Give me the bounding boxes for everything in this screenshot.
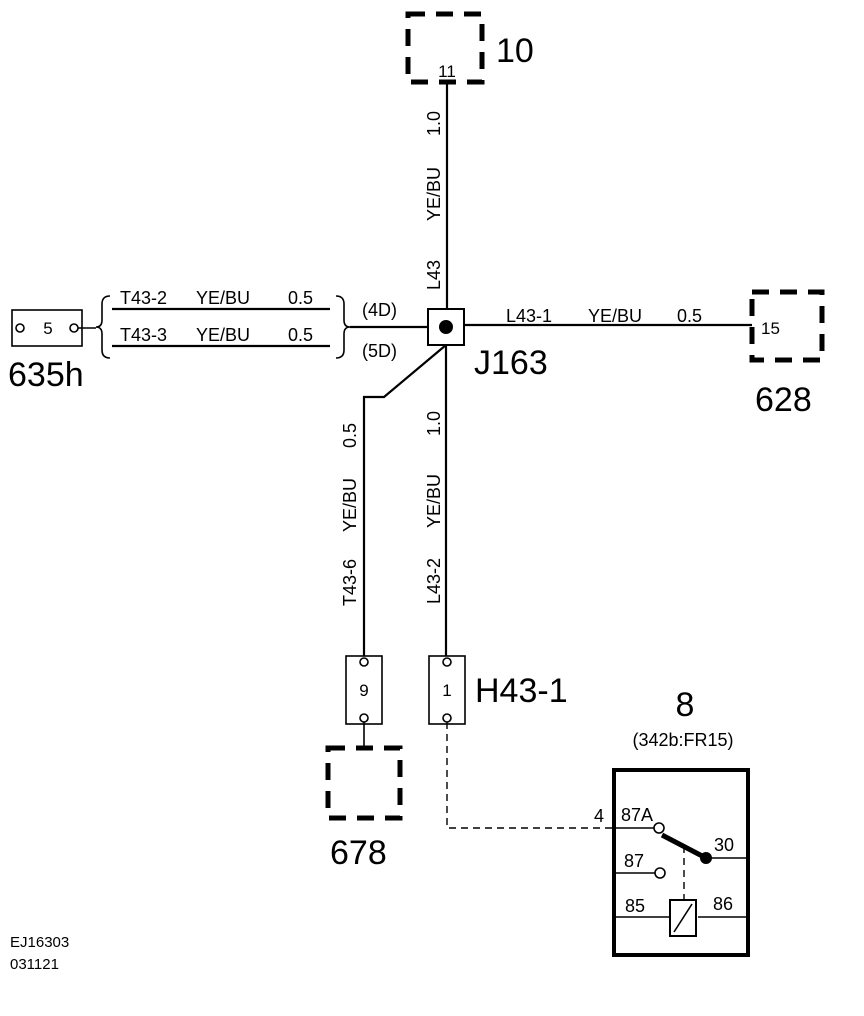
component-635h-pin-right xyxy=(69,323,79,333)
relay-87a-contact xyxy=(653,822,665,834)
relay-8[interactable]: 8 (342b:FR15) 4 87A 30 87 85 86 xyxy=(594,686,750,957)
connector-h43-1-pin-top xyxy=(442,657,452,667)
wire-t43-2-size: 0.5 xyxy=(288,288,313,308)
wire-l43-1-id: L43-1 xyxy=(506,306,552,326)
connector-9-pin-bottom xyxy=(359,713,369,723)
relay-terminal-87: 87 xyxy=(624,851,644,871)
component-635h-pin-left xyxy=(15,323,25,333)
wire-l43-1[interactable]: L43-1 YE/BU 0.5 xyxy=(464,306,752,327)
connector-9-box xyxy=(345,655,383,725)
component-635h-pin: 5 xyxy=(43,319,52,338)
component-678-label: 678 xyxy=(330,834,387,872)
component-678-outline xyxy=(325,745,403,821)
component-628-label: 628 xyxy=(755,381,812,419)
wire-l43-2[interactable]: L43-2 YE/BU 1.0 xyxy=(424,345,448,657)
brace-label-5d: (5D) xyxy=(362,341,397,361)
connector-h43-1-pin: 1 xyxy=(442,681,451,700)
connector-9[interactable]: 9 xyxy=(345,655,383,725)
wire-l43-1-color: YE/BU xyxy=(588,306,642,326)
connector-h43-1[interactable]: 1 H43-1 xyxy=(428,655,568,725)
component-635h[interactable]: 5 635h xyxy=(8,309,96,394)
connector-h43-1-box xyxy=(428,655,466,725)
relay-input-pin: 4 xyxy=(594,806,604,826)
wire-l43-2-color: YE/BU xyxy=(424,474,444,528)
wire-l43-1-size: 0.5 xyxy=(677,306,702,326)
document-date: 031121 xyxy=(10,956,59,973)
brace-label-4d: (4D) xyxy=(362,300,397,320)
document-code: EJ16303 xyxy=(10,934,69,951)
component-628[interactable]: 15 628 xyxy=(749,289,825,419)
wire-t43-6-color: YE/BU xyxy=(340,478,360,532)
component-10-label: 10 xyxy=(496,32,534,70)
junction-j163[interactable]: J163 xyxy=(427,308,548,382)
relay-terminal-86: 86 xyxy=(713,894,733,914)
right-brace xyxy=(335,295,351,359)
component-10-pin: 11 xyxy=(438,62,456,81)
component-10-outline xyxy=(405,11,485,85)
wire-t43-3-id: T43-3 xyxy=(120,325,167,345)
dashed-wire-to-relay xyxy=(446,722,614,829)
wire-t43-6-id: T43-6 xyxy=(340,559,360,606)
wire-l43[interactable]: L43 YE/BU 1.0 xyxy=(424,84,449,312)
connector-9-pin-top xyxy=(359,657,369,667)
wire-t43-2-color: YE/BU xyxy=(196,288,250,308)
wire-t43-2[interactable]: T43-2 YE/BU 0.5 xyxy=(112,288,330,311)
wire-l43-size: 1.0 xyxy=(424,111,444,136)
wire-l43-id: L43 xyxy=(424,260,444,290)
wire-t43-6-size: 0.5 xyxy=(340,423,360,448)
wire-t43-6-line xyxy=(362,344,447,657)
left-brace xyxy=(95,295,111,359)
component-678[interactable]: 678 xyxy=(325,745,403,872)
component-10[interactable]: 11 10 xyxy=(405,11,534,85)
component-628-pin: 15 xyxy=(761,319,780,338)
component-635h-label: 635h xyxy=(8,356,84,394)
relay-reference: (342b:FR15) xyxy=(632,730,733,750)
wire-l43-color: YE/BU xyxy=(424,167,444,221)
connector-h43-1-pin-bottom xyxy=(442,713,452,723)
relay-coil-slash xyxy=(673,903,693,933)
wire-t43-3-color: YE/BU xyxy=(196,325,250,345)
junction-label: J163 xyxy=(474,344,548,382)
relay-label: 8 xyxy=(676,686,695,724)
wire-t43-6[interactable]: T43-6 YE/BU 0.5 xyxy=(340,344,447,657)
wire-t43-3[interactable]: T43-3 YE/BU 0.5 xyxy=(112,325,330,348)
relay-87-contact xyxy=(654,867,666,879)
connector-9-pin: 9 xyxy=(359,681,368,700)
connector-h43-1-label: H43-1 xyxy=(475,672,568,710)
component-628-outline xyxy=(749,289,825,363)
relay-terminal-87a: 87A xyxy=(621,805,653,825)
relay-terminal-30: 30 xyxy=(714,835,734,855)
wire-l43-2-size: 1.0 xyxy=(424,411,444,436)
wire-t43-3-size: 0.5 xyxy=(288,325,313,345)
wire-l43-2-id: L43-2 xyxy=(424,558,444,604)
junction-node xyxy=(439,320,453,334)
wire-t43-2-id: T43-2 xyxy=(120,288,167,308)
relay-terminal-85: 85 xyxy=(625,896,645,916)
